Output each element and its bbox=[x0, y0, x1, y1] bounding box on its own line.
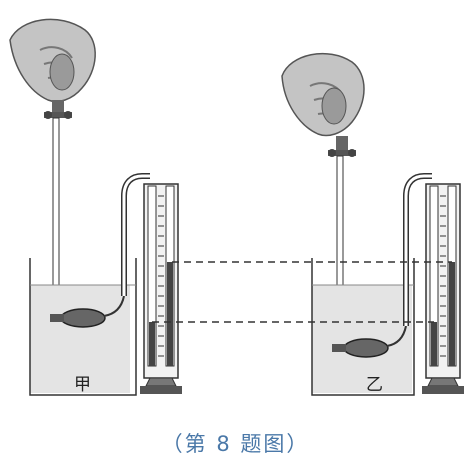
hand-icon-left bbox=[9, 18, 96, 103]
clamp-knob-left bbox=[44, 100, 72, 119]
setup-left bbox=[9, 18, 182, 396]
pressure-gauge-probe-icon-right bbox=[332, 325, 407, 358]
level-reference-lines bbox=[152, 261, 452, 323]
label-left: 甲 bbox=[74, 375, 91, 395]
beaker-right bbox=[311, 258, 415, 396]
pressure-gauge-probe-icon-left bbox=[50, 295, 125, 328]
hand-icon-right bbox=[281, 52, 365, 137]
u-tube-manometer-icon-left bbox=[140, 183, 182, 394]
figure-caption: （第 8 题图） bbox=[161, 432, 310, 456]
clamp-knob-right bbox=[328, 136, 356, 157]
setup-right bbox=[281, 52, 464, 396]
u-tube-manometer-icon-right bbox=[422, 183, 464, 394]
beaker-left bbox=[29, 258, 137, 396]
label-right: 乙 bbox=[366, 375, 383, 395]
